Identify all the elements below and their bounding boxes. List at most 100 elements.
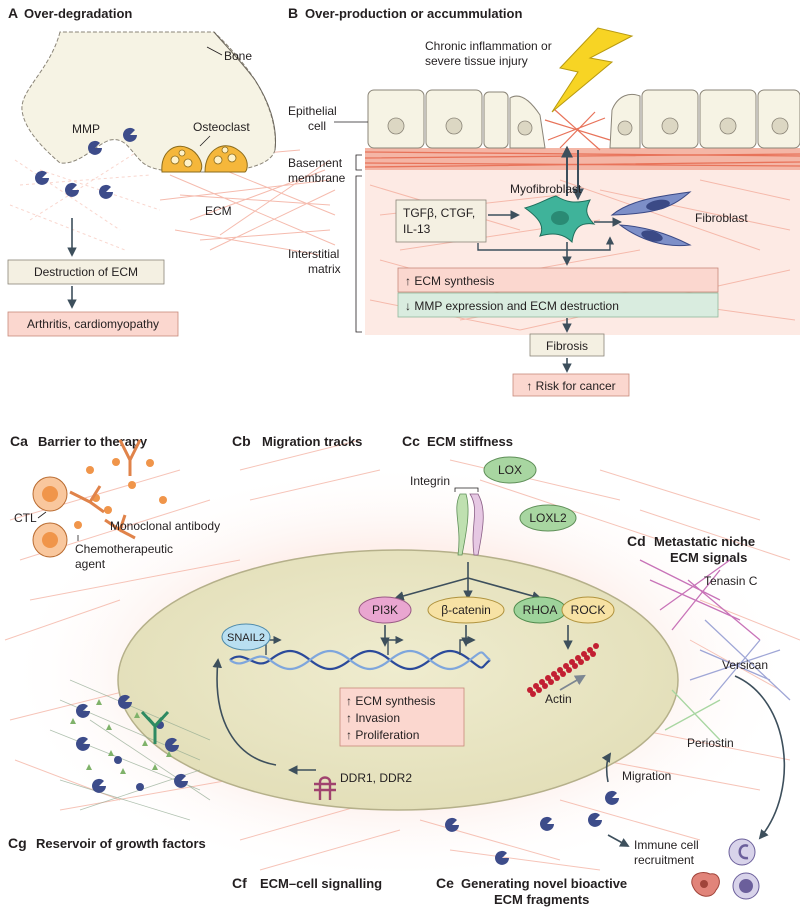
periostin-label: Periostin (687, 736, 734, 750)
panel-ce-title-1: Generating novel bioactive (461, 876, 627, 891)
loxl2-text: LOXL2 (529, 511, 567, 525)
chemo-label-1: Chemotherapeutic (75, 542, 173, 556)
basement-label-2: membrane (288, 171, 346, 185)
immune-label-2: recruitment (634, 853, 695, 867)
fibroblast-label: Fibroblast (695, 211, 748, 225)
mmp-expression-box (397, 292, 719, 318)
ecm-synthesis-box (397, 267, 719, 293)
ctl-label: CTL (14, 511, 37, 525)
panel-cc-title: ECM stiffness (427, 434, 513, 449)
actin-label: Actin (545, 692, 572, 706)
destruction-text: Destruction of ECM (34, 265, 138, 279)
snail2-text: SNAIL2 (227, 632, 265, 644)
growth-factors-line-1: TGFβ, CTGF, (403, 206, 475, 220)
actin-filament (527, 643, 599, 697)
dna-helix (229, 649, 491, 671)
growth-factor-triangles (70, 699, 172, 774)
growth-factors-box (395, 199, 487, 243)
epithelial-nuclei (387, 117, 789, 136)
pi3k-bubble (358, 596, 412, 624)
beta-catenin-bubble (427, 596, 505, 624)
disease-box (7, 311, 179, 337)
niche-fibres (639, 559, 791, 741)
lox-text: LOX (498, 463, 522, 477)
panel-a-ecm-label: ECM (205, 204, 232, 218)
epithelial-label-2: cell (308, 119, 326, 133)
destruction-box (7, 259, 165, 285)
panel-cf-letter: Cf (232, 875, 247, 891)
growth-factor-pacmen (76, 694, 188, 793)
integrin-receptor (456, 493, 484, 556)
interstitial-label-1: Interstitial (288, 247, 339, 261)
immune-cells (691, 838, 760, 900)
panel-b-title: Over-production or accummulation (305, 6, 522, 21)
antibody-icons (69, 439, 142, 540)
panel-b-letter: B (288, 5, 298, 21)
osteoclast (161, 145, 248, 173)
panel-cf-title: ECM–cell signalling (260, 876, 382, 891)
panel-ce-title-2: ECM fragments (494, 892, 589, 907)
integrin-label: Integrin (410, 474, 450, 488)
panel-a-letter: A (8, 5, 18, 21)
bone-label: Bone (224, 49, 252, 63)
panel-ce-letter: Ce (436, 875, 454, 891)
panel-b: B Over-production or accummulation Chron… (288, 5, 800, 397)
epithelial-label-1: Epithelial (288, 104, 337, 118)
panel-a: A Over-degradation Bone Osteoclast (7, 5, 336, 337)
basement-fibres (364, 151, 800, 168)
ddr-receptor (314, 776, 336, 800)
panel-a-title: Over-degradation (24, 6, 132, 21)
ctl-cells (32, 476, 68, 558)
tenascin-label: Tenasin C (704, 574, 758, 588)
fibrosis-text: Fibrosis (546, 339, 588, 353)
lightning-icon (551, 27, 634, 113)
pi3k-text: PI3K (372, 603, 398, 617)
beta-catenin-text: β-catenin (441, 603, 491, 617)
fibroblast-cells (610, 191, 692, 247)
snail2-bubble (221, 623, 271, 651)
outcome-3: ↑ Proliferation (346, 728, 419, 742)
lox-bubble (483, 456, 537, 484)
panel-cb-title: Migration tracks (262, 434, 362, 449)
migration-label: Migration (622, 769, 671, 783)
outcome-1: ↑ ECM synthesis (346, 694, 435, 708)
panel-cd-letter: Cd (627, 533, 646, 549)
panel-c: Ca Barrier to therapy Cb Migration track… (4, 433, 800, 907)
epithelium (367, 89, 800, 149)
antibody-label: Monoclonal antibody (110, 519, 220, 533)
green-antibody-icon (140, 710, 170, 744)
mmp-expression-text: ↓ MMP expression and ECM destruction (405, 299, 619, 313)
injury-line-1: Chronic inflammation or (425, 39, 552, 53)
panel-ca-letter: Ca (10, 433, 28, 449)
cancer-risk-box (512, 373, 630, 397)
interstitial-label-2: matrix (308, 262, 341, 276)
chemo-dots (74, 458, 167, 529)
basement-label-1: Basement (288, 156, 343, 170)
rock-text: ROCK (571, 603, 606, 617)
cancer-risk-text: ↑ Risk for cancer (526, 379, 615, 393)
chemo-label-2: agent (75, 557, 106, 571)
panel-cd-title-2: ECM signals (670, 550, 747, 565)
wound-fibres (544, 109, 611, 151)
panel-cg-title: Reservoir of growth factors (36, 836, 206, 851)
panel-cb-letter: Cb (232, 433, 251, 449)
rhoa-text: RHOA (523, 603, 558, 617)
panel-ca-title: Barrier to therapy (38, 434, 148, 449)
disease-text: Arthritis, cardiomyopathy (27, 317, 159, 331)
immune-label-1: Immune cell (634, 838, 699, 852)
versican-label: Versican (722, 658, 768, 672)
osteoclast-label: Osteoclast (193, 120, 250, 134)
loxl2-bubble (519, 504, 577, 532)
panel-cg-letter: Cg (8, 835, 27, 851)
mmp-molecules (35, 127, 137, 199)
outcome-box (339, 687, 465, 747)
panel-cd-title-1: Metastatic niche (654, 534, 755, 549)
panel-cc-letter: Cc (402, 433, 420, 449)
myofibroblast-label: Myofibroblast (510, 182, 582, 196)
rock-bubble (561, 596, 615, 624)
fibrosis-box (529, 333, 605, 357)
ecm-synthesis-text: ↑ ECM synthesis (405, 274, 494, 288)
growth-factors-line-2: IL-13 (403, 222, 431, 236)
